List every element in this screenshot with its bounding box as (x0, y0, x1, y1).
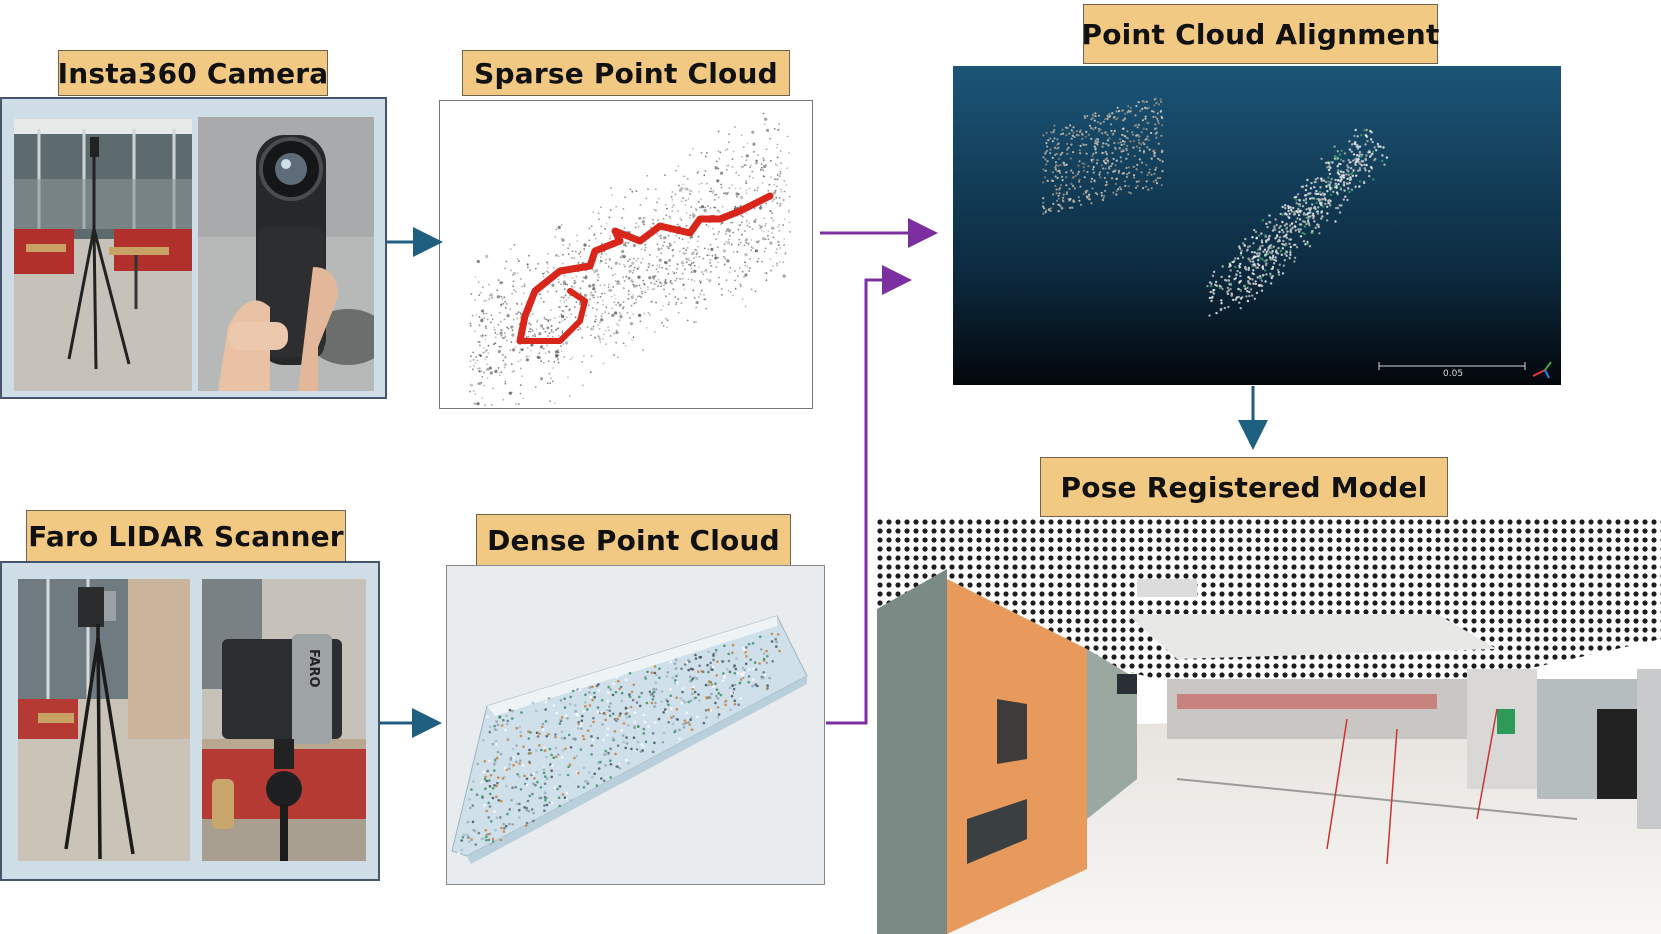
sparse-cloud-svg (469, 112, 791, 407)
faro-tripod-photo (18, 579, 190, 861)
dense-point-cloud-view (446, 565, 825, 885)
label-sparse-point-cloud: Sparse Point Cloud (462, 50, 790, 96)
pose-registered-model-view (877, 519, 1661, 934)
label-pose-registered-model: Pose Registered Model (1040, 457, 1448, 517)
label-insta360-camera: Insta360 Camera (58, 50, 328, 96)
dense-cloud-cluster (1206, 128, 1389, 317)
insta360-photo-frame (0, 97, 387, 399)
faro-scanner-photo: FARO (202, 579, 366, 861)
arrow-dense-to-alignment (826, 265, 912, 725)
label-dense-point-cloud: Dense Point Cloud (476, 514, 791, 566)
label-faro-lidar-scanner: Faro LIDAR Scanner (26, 510, 346, 562)
camera-trajectory (516, 192, 774, 345)
sparse-cloud-cluster (1042, 97, 1164, 215)
scale-bar-label: 0.05 (1443, 369, 1464, 379)
insta360-hand-photo (198, 117, 374, 391)
point-cloud-alignment-view: 0.05 (953, 66, 1561, 385)
camera-trajectory-loop (517, 288, 588, 344)
faro-photo-frame: FARO (0, 561, 380, 881)
axis-gizmo-icon (1532, 361, 1552, 379)
insta360-tripod-photo (14, 119, 192, 391)
dense-interior-detail (457, 632, 781, 855)
label-point-cloud-alignment: Point Cloud Alignment (1081, 4, 1439, 64)
